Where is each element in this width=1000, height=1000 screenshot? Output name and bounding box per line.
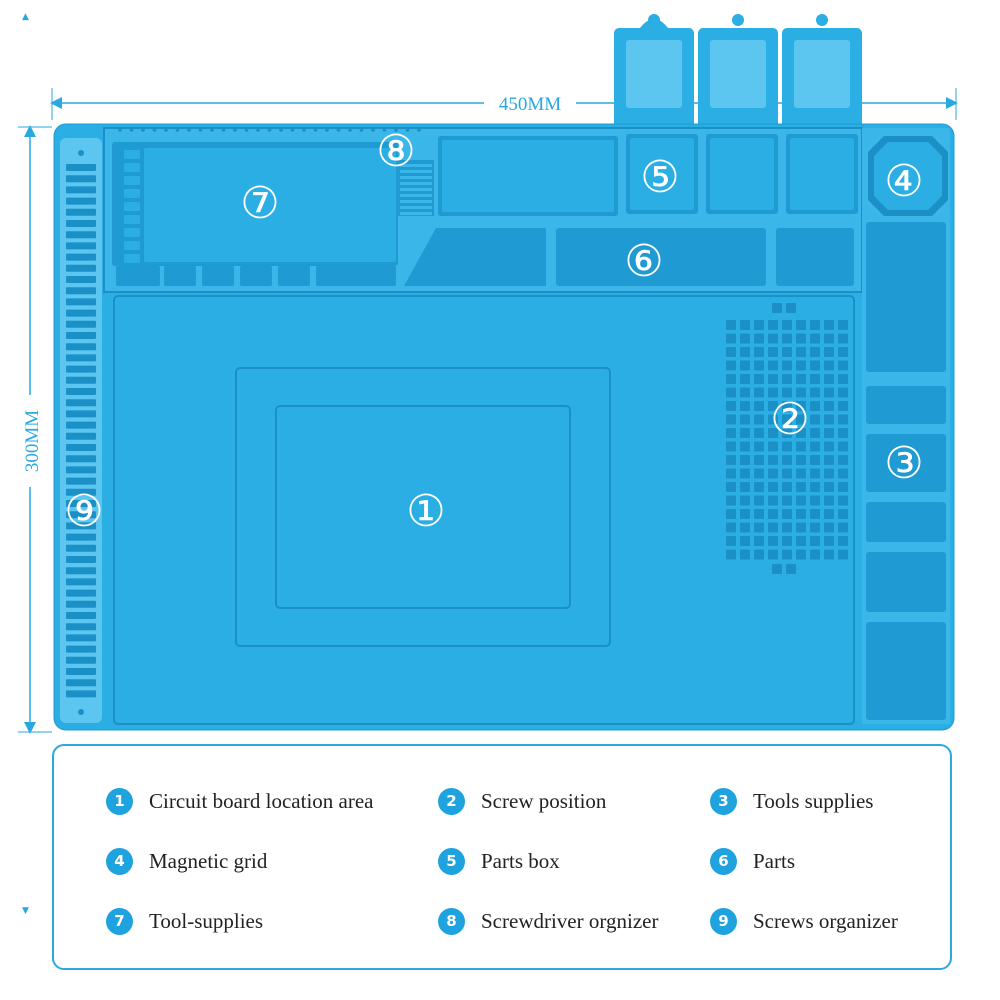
top-marker-arrow: ▲ bbox=[22, 12, 29, 22]
callout-9: ⑨ bbox=[64, 486, 103, 537]
parts-tray-2 bbox=[556, 228, 766, 286]
right-column bbox=[862, 128, 950, 724]
screw-position-grid bbox=[726, 303, 848, 574]
legend-label-9: Screws organizer bbox=[753, 908, 898, 933]
mat-diagram: 450MM 300MM bbox=[18, 14, 958, 734]
callout-3: ③ bbox=[884, 438, 923, 489]
callout-7: ⑦ bbox=[240, 178, 279, 229]
legend-label-6: Parts bbox=[753, 848, 795, 873]
legend-badge-2: 2 bbox=[438, 787, 465, 815]
legend-item-6: 6 Parts bbox=[710, 846, 795, 876]
legend-label-4: Magnetic grid bbox=[149, 848, 268, 873]
legend-panel: 1 Circuit board location area 2 Screw po… bbox=[52, 744, 952, 970]
legend-label-3: Tools supplies bbox=[753, 788, 874, 813]
parts-box-lids bbox=[614, 14, 862, 130]
legend-badge-7: 7 bbox=[106, 907, 133, 935]
legend-item-2: 2 Screw position bbox=[438, 786, 606, 816]
bottom-marker-arrow: ▼ bbox=[22, 906, 29, 916]
legend-label-1: Circuit board location area bbox=[149, 788, 374, 813]
legend-item-3: 3 Tools supplies bbox=[710, 786, 873, 816]
width-label: 450MM bbox=[499, 94, 561, 115]
legend-item-9: 9 Screws organizer bbox=[710, 906, 898, 936]
callout-2: ② bbox=[770, 394, 809, 445]
tools-supplies-slot bbox=[866, 434, 946, 492]
legend-item-7: 7 Tool-supplies bbox=[106, 906, 263, 936]
legend-label-2: Screw position bbox=[481, 788, 607, 813]
callout-5: ⑤ bbox=[640, 152, 679, 203]
height-dimension: 300MM bbox=[18, 125, 52, 734]
parts-tray-1 bbox=[404, 228, 546, 286]
legend-item-4: 4 Magnetic grid bbox=[106, 846, 267, 876]
legend-badge-5: 5 bbox=[438, 847, 465, 875]
height-label: 300MM bbox=[22, 410, 43, 472]
work-area bbox=[113, 295, 855, 725]
legend-badge-8: 8 bbox=[438, 907, 465, 935]
legend-label-8: Screwdriver orgnizer bbox=[481, 908, 659, 933]
legend-badge-4: 4 bbox=[106, 847, 133, 875]
callout-1: ① bbox=[406, 486, 445, 537]
parts-tray-3 bbox=[776, 228, 854, 286]
callout-8: ⑧ bbox=[376, 126, 415, 177]
screws-organizer bbox=[60, 138, 102, 723]
legend-label-5: Parts box bbox=[481, 848, 560, 873]
legend-badge-6: 6 bbox=[710, 847, 737, 875]
callout-4: ④ bbox=[884, 156, 923, 207]
legend-item-5: 5 Parts box bbox=[438, 846, 560, 876]
circuit-board-inner bbox=[275, 405, 571, 609]
circuit-board-outer bbox=[235, 367, 611, 647]
legend-label-7: Tool-supplies bbox=[149, 908, 264, 933]
callout-6: ⑥ bbox=[624, 236, 663, 287]
top-tray bbox=[103, 127, 863, 293]
legend-badge-3: 3 bbox=[710, 787, 737, 815]
legend-item-1: 1 Circuit board location area bbox=[106, 786, 374, 816]
legend-badge-1: 1 bbox=[106, 787, 133, 815]
legend-badge-9: 9 bbox=[710, 907, 737, 935]
legend-item-8: 8 Screwdriver orgnizer bbox=[438, 906, 658, 936]
